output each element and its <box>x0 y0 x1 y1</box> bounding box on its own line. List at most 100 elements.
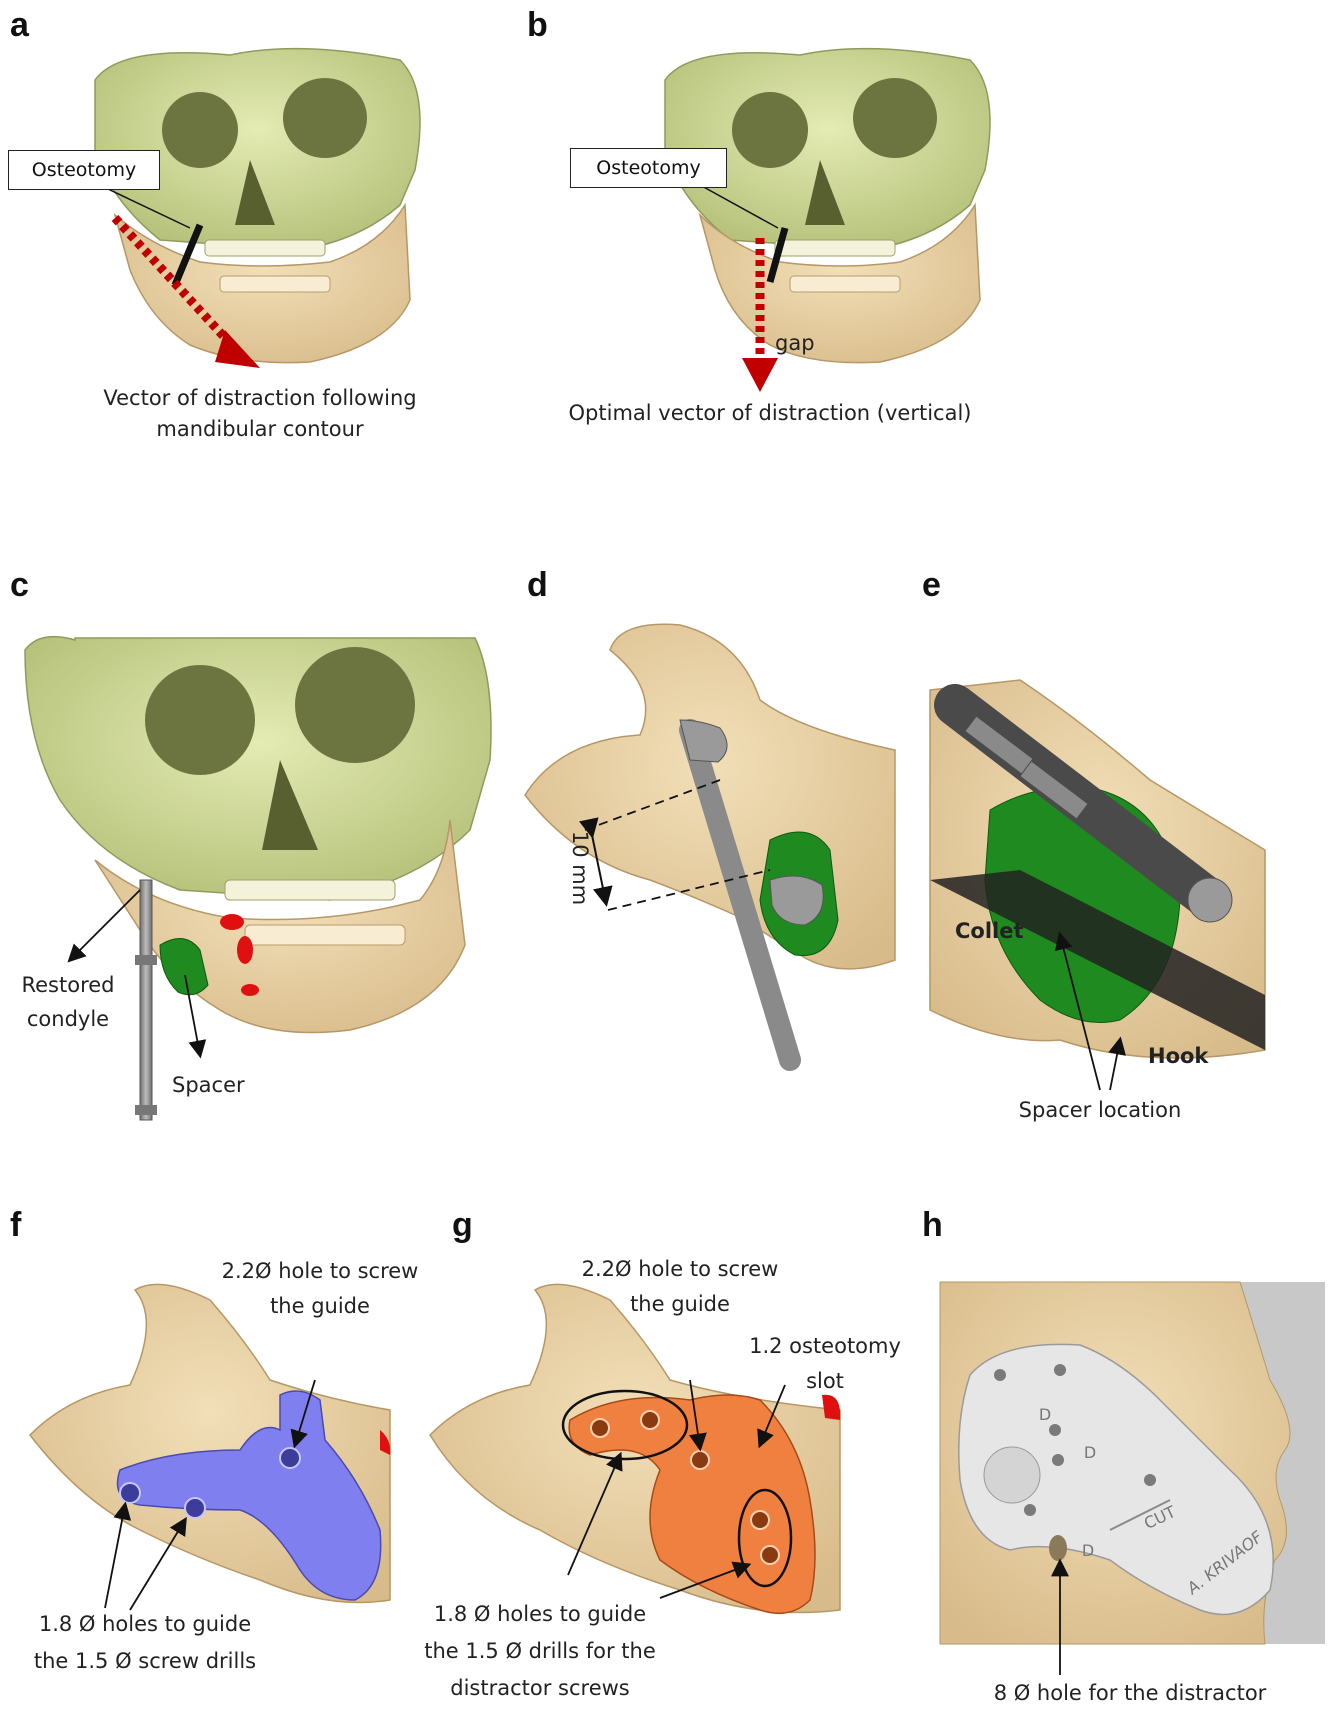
panel-a-caption-line1: Vector of distraction following <box>103 386 417 410</box>
panel-a-osteotomy-pointer <box>107 188 191 229</box>
panel-f-hole-guide-2 <box>184 1497 206 1519</box>
panel-a-nasal-cavity <box>235 160 275 225</box>
panel-h-cut-line <box>1109 1499 1171 1531</box>
panel-b-teeth-lower <box>789 275 901 293</box>
panel-c-restored-pointer <box>67 889 141 963</box>
panel-a-osteotomy-line <box>171 223 204 287</box>
panel-g-top-line1: 2.2Ø hole to screw <box>581 1257 779 1281</box>
panel-c-distractor-nut-bottom <box>135 1105 157 1115</box>
panel-g-pointer-top <box>689 1379 707 1452</box>
panel-b-caption: Optimal vector of distraction (vertical) <box>568 401 972 425</box>
panel-c-nasal-cavity <box>262 760 318 850</box>
panel-h-engraving-d1: D <box>1038 1405 1052 1424</box>
panel-b-orbit-right <box>732 92 808 168</box>
panel-e-hook-label: Hook <box>1148 1044 1209 1068</box>
panel-h-distractor-hole <box>1049 1535 1067 1561</box>
panel-g-hole-guide-2 <box>640 1410 660 1430</box>
panel-b-skull <box>664 47 991 392</box>
panel-d-dim-line-bottom <box>607 869 771 911</box>
panel-letter-d: d <box>527 566 548 604</box>
panel-g-pointer-bottom-1 <box>567 1451 623 1576</box>
panel-c-orbit-right <box>145 665 255 775</box>
panel-h-engraving-d2: D <box>1083 1443 1097 1462</box>
panel-c-distractor-rod <box>139 879 153 1121</box>
panel-g-slot-line1: 1.2 osteotomy <box>749 1334 901 1358</box>
panel-b-gap-label: gap <box>775 331 815 355</box>
panel-f-pointer-bottom-1 <box>104 1501 132 1609</box>
panel-f-bottom-line2: the 1.5 Ø screw drills <box>33 1649 257 1673</box>
panel-g-hole-screw <box>690 1450 710 1470</box>
panel-c-spacer <box>159 938 209 996</box>
panel-d-foot-plate-top <box>679 719 728 763</box>
panel-h-engraving-d3: D <box>1081 1541 1095 1560</box>
panel-e-end-nut <box>1187 877 1233 923</box>
panel-g-hole-guide-1 <box>590 1418 610 1438</box>
panel-c-teeth-upper <box>224 879 396 901</box>
panel-b-teeth-upper <box>774 239 896 257</box>
panel-letter-g: g <box>452 1206 473 1244</box>
panel-e-collet-label: Collet <box>955 919 1024 943</box>
panel-h-caption: 8 Ø hole for the distractor <box>993 1681 1267 1705</box>
panel-letter-e: e <box>922 566 941 604</box>
panel-e-collar-2 <box>1020 761 1088 819</box>
panel-h-hole-3 <box>1049 1424 1061 1436</box>
panel-g-guide <box>429 1283 841 1615</box>
panel-a-orbit-right <box>162 92 238 168</box>
panel-e-spacer-location: Spacer location <box>1018 1098 1182 1122</box>
panel-g-pointer-bottom-2 <box>659 1561 752 1599</box>
panel-a-distraction-arrowhead <box>215 330 260 368</box>
panel-a-osteotomy-box: Osteotomy <box>8 150 160 190</box>
panel-b-distraction-arrowhead <box>742 358 778 392</box>
panel-h-hole-6 <box>1024 1504 1036 1516</box>
panel-f-top-line2: the guide <box>270 1294 370 1318</box>
panel-letter-a: a <box>10 6 29 44</box>
panel-d-dim-arrow <box>578 817 613 907</box>
panel-g-bottom-line1: 1.8 Ø holes to guide <box>433 1602 647 1626</box>
panel-a-orbit-left <box>283 78 367 158</box>
panel-g-ellipse-top <box>561 1389 689 1461</box>
panel-g-red-edge <box>822 1394 841 1420</box>
panel-f-guide <box>29 1283 391 1611</box>
panel-c-restored-line2: condyle <box>26 1007 110 1031</box>
panel-f-hole-screw <box>279 1447 301 1469</box>
panel-g-ellipse-right <box>737 1488 793 1588</box>
panel-g-bottom-line2: the 1.5 Ø drills for the <box>424 1639 656 1663</box>
panel-g-hole-guide-3 <box>750 1510 770 1530</box>
panel-letter-b: b <box>527 6 548 44</box>
panel-a-caption-line2: mandibular contour <box>156 417 364 441</box>
panel-g-slot-line2: slot <box>806 1369 844 1393</box>
panel-e-pointer-2 <box>1108 1036 1127 1091</box>
panel-c-orbit-left <box>295 647 415 763</box>
panel-h-hole-5 <box>1144 1474 1156 1486</box>
panel-d-distractor-rod <box>679 719 801 1071</box>
panel-g-bottom-line3: distractor screws <box>450 1676 630 1700</box>
panel-c-teeth-lower <box>244 924 406 946</box>
panel-h-hole-2 <box>1054 1364 1066 1376</box>
panel-h-boss <box>983 1446 1041 1504</box>
panel-letter-c: c <box>10 566 29 604</box>
panel-a-teeth-lower <box>219 275 331 293</box>
panel-b-nasal-cavity <box>805 160 845 225</box>
panel-h-face <box>939 1281 1325 1675</box>
panel-e-collar-1 <box>965 716 1033 774</box>
panel-c-spacer-pointer <box>184 974 207 1059</box>
panel-letter-h: h <box>922 1206 943 1244</box>
panel-b-osteotomy-pointer <box>699 184 779 229</box>
panel-c-restored-line1: Restored <box>21 973 115 997</box>
panel-f-hole-guide-1 <box>119 1482 141 1504</box>
panel-d-measure-label: 10 mm <box>568 830 592 906</box>
panel-c-spacer-label: Spacer <box>172 1073 245 1097</box>
panel-h-hole-1 <box>994 1369 1006 1381</box>
panel-c-distractor-nut-top <box>135 955 157 965</box>
panel-e-pointer-1 <box>1054 931 1101 1091</box>
panel-g-pointer-slot <box>757 1384 786 1449</box>
panel-g-hole-guide-4 <box>760 1545 780 1565</box>
panel-c-red-marker-3 <box>241 984 259 996</box>
panel-a-skull <box>94 47 421 368</box>
panel-f-bottom-line1: 1.8 Ø holes to guide <box>38 1612 252 1636</box>
panel-b-osteotomy-line <box>766 227 789 283</box>
panel-d-mandible <box>524 623 896 1071</box>
panel-c-skull <box>24 635 492 1121</box>
panel-c-red-marker-2 <box>237 936 253 964</box>
